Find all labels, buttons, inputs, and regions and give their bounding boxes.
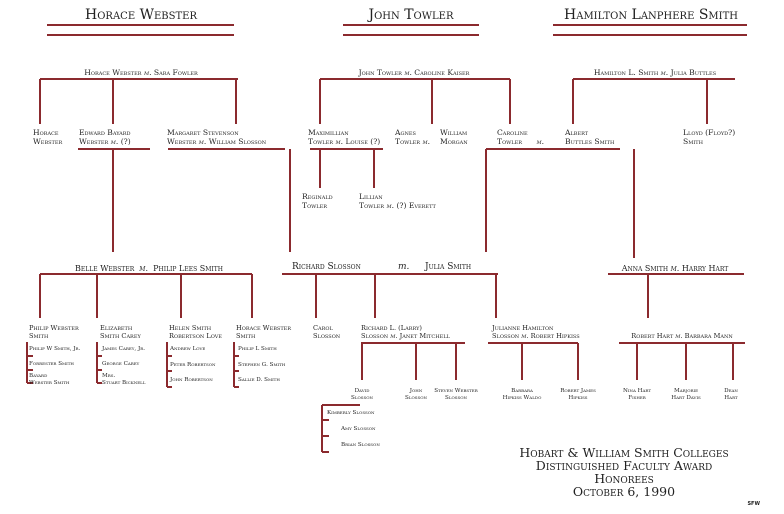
child-stephen-g-smith: Stephen G. Smith (238, 362, 286, 368)
couple-hamilton-julia: Hamilton L. Smith m. Julia Buttles (593, 68, 717, 77)
child-george-carey: George Carey (102, 361, 140, 367)
child-sallie-d-smith: Sallie D. Smith (238, 377, 280, 383)
child-john-robertson: John Robertson (170, 377, 213, 383)
title-date: October 6, 1990 (572, 484, 676, 499)
person-richard-slosson: Richard Slosson (292, 262, 361, 272)
award-title-block: Hobart & William Smith Colleges Distingu… (504, 446, 744, 498)
header-horace-webster: Horace Webster (85, 7, 197, 23)
child-philip-l-smith: Philip L Smith (238, 346, 277, 352)
couple-robert-barbara: Robert Hart m. Barbara Mann (631, 332, 733, 340)
child-james-carey-jr: James Carey, Jr. (102, 346, 145, 352)
couple-john-caroline: John Towler m. Caroline Kaiser (358, 68, 470, 77)
couple-anna-harry: Anna Smith m. Harry Hart (621, 264, 729, 273)
person-julia-smith: Julia Smith (425, 262, 472, 272)
title-award: Distinguished Faculty Award (535, 458, 713, 473)
child-forrester-smith: Forrester Smith (29, 361, 74, 367)
person-lloyd-smith: Lloyd (Floyd?)Smith (683, 128, 736, 146)
person-brian-slosson: Brian Slosson (341, 442, 380, 448)
initials: SFW (747, 501, 760, 507)
person-kimberly-slosson: Kimberly Slosson (327, 410, 375, 416)
person-richard-larry-slosson: Richard L. (Larry)Slosson m. Janet Mitch… (361, 324, 450, 340)
title-college: Hobart & William Smith Colleges (519, 445, 729, 460)
header-john-towler: John Towler (368, 7, 454, 23)
person-amy-slosson: Amy Slosson (341, 426, 376, 432)
header-hamilton-lanphere-smith: Hamilton Lanphere Smith (564, 7, 738, 23)
child-peter-robertson: Peter Robertson (170, 362, 216, 368)
child-philip-w-smith-jr: Philip W Smith, Jr. (29, 346, 81, 352)
couple-belle-philip: Belle Webster m. Philip Lees Smith (75, 264, 223, 273)
child-andrew-love: Andrew Love (170, 346, 206, 352)
marriage-mark: m. (398, 262, 410, 272)
title-honorees: Honorees (594, 471, 654, 486)
child-stuart-bicknell: Mrs.Stuart Bicknell (102, 373, 146, 386)
couple-horace-sara: Horace Webster m. Sara Fowler (84, 68, 198, 77)
